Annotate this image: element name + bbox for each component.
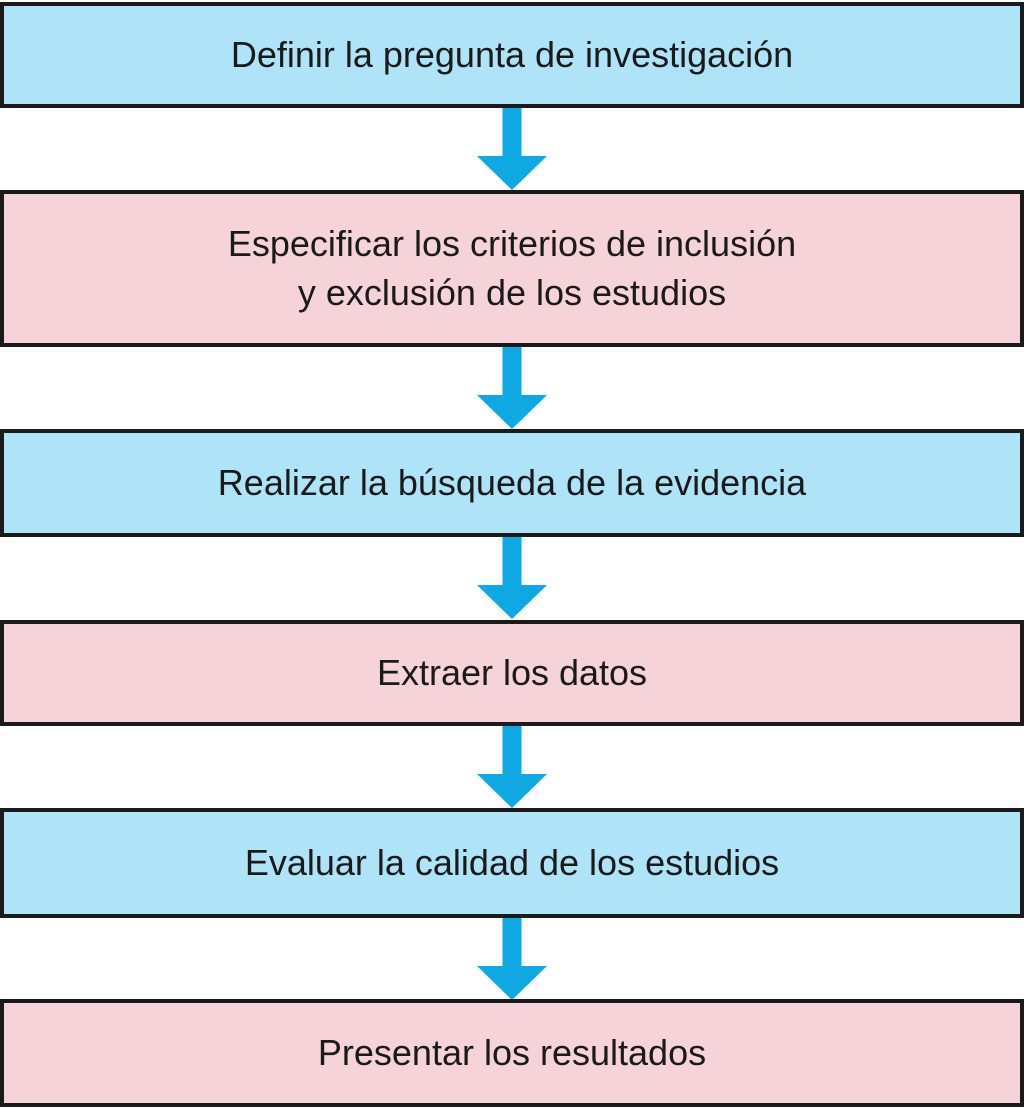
step-label: Especificar los criterios de inclusión y… [227,222,797,313]
step-extraer-datos: Extraer los datos [0,620,1024,726]
step-label: Definir la pregunta de investigación [230,33,794,75]
step-evaluar-calidad: Evaluar la calidad de los estudios [0,808,1024,918]
down-arrow-icon [477,108,547,190]
connector-3-4 [0,537,1024,620]
connector-2-3 [0,347,1024,429]
step-label: Realizar la búsqueda de la evidencia [217,461,807,503]
step-label: Evaluar la calidad de los estudios [244,841,780,883]
down-arrow-icon [477,347,547,429]
step-presentar-resultados: Presentar los resultados [0,999,1024,1107]
down-arrow-icon [477,537,547,619]
connector-5-6 [0,918,1024,1000]
connector-4-5 [0,726,1024,808]
down-arrow-icon [477,726,547,808]
step-criterios-inclusion-exclusion: Especificar los criterios de inclusión y… [0,190,1024,347]
step-definir-pregunta: Definir la pregunta de investigación [0,2,1024,108]
connector-1-2 [0,108,1024,190]
down-arrow-icon [477,918,547,1000]
step-label: Presentar los resultados [317,1031,707,1073]
step-label: Extraer los datos [376,651,648,693]
step-busqueda-evidencia: Realizar la búsqueda de la evidencia [0,429,1024,537]
